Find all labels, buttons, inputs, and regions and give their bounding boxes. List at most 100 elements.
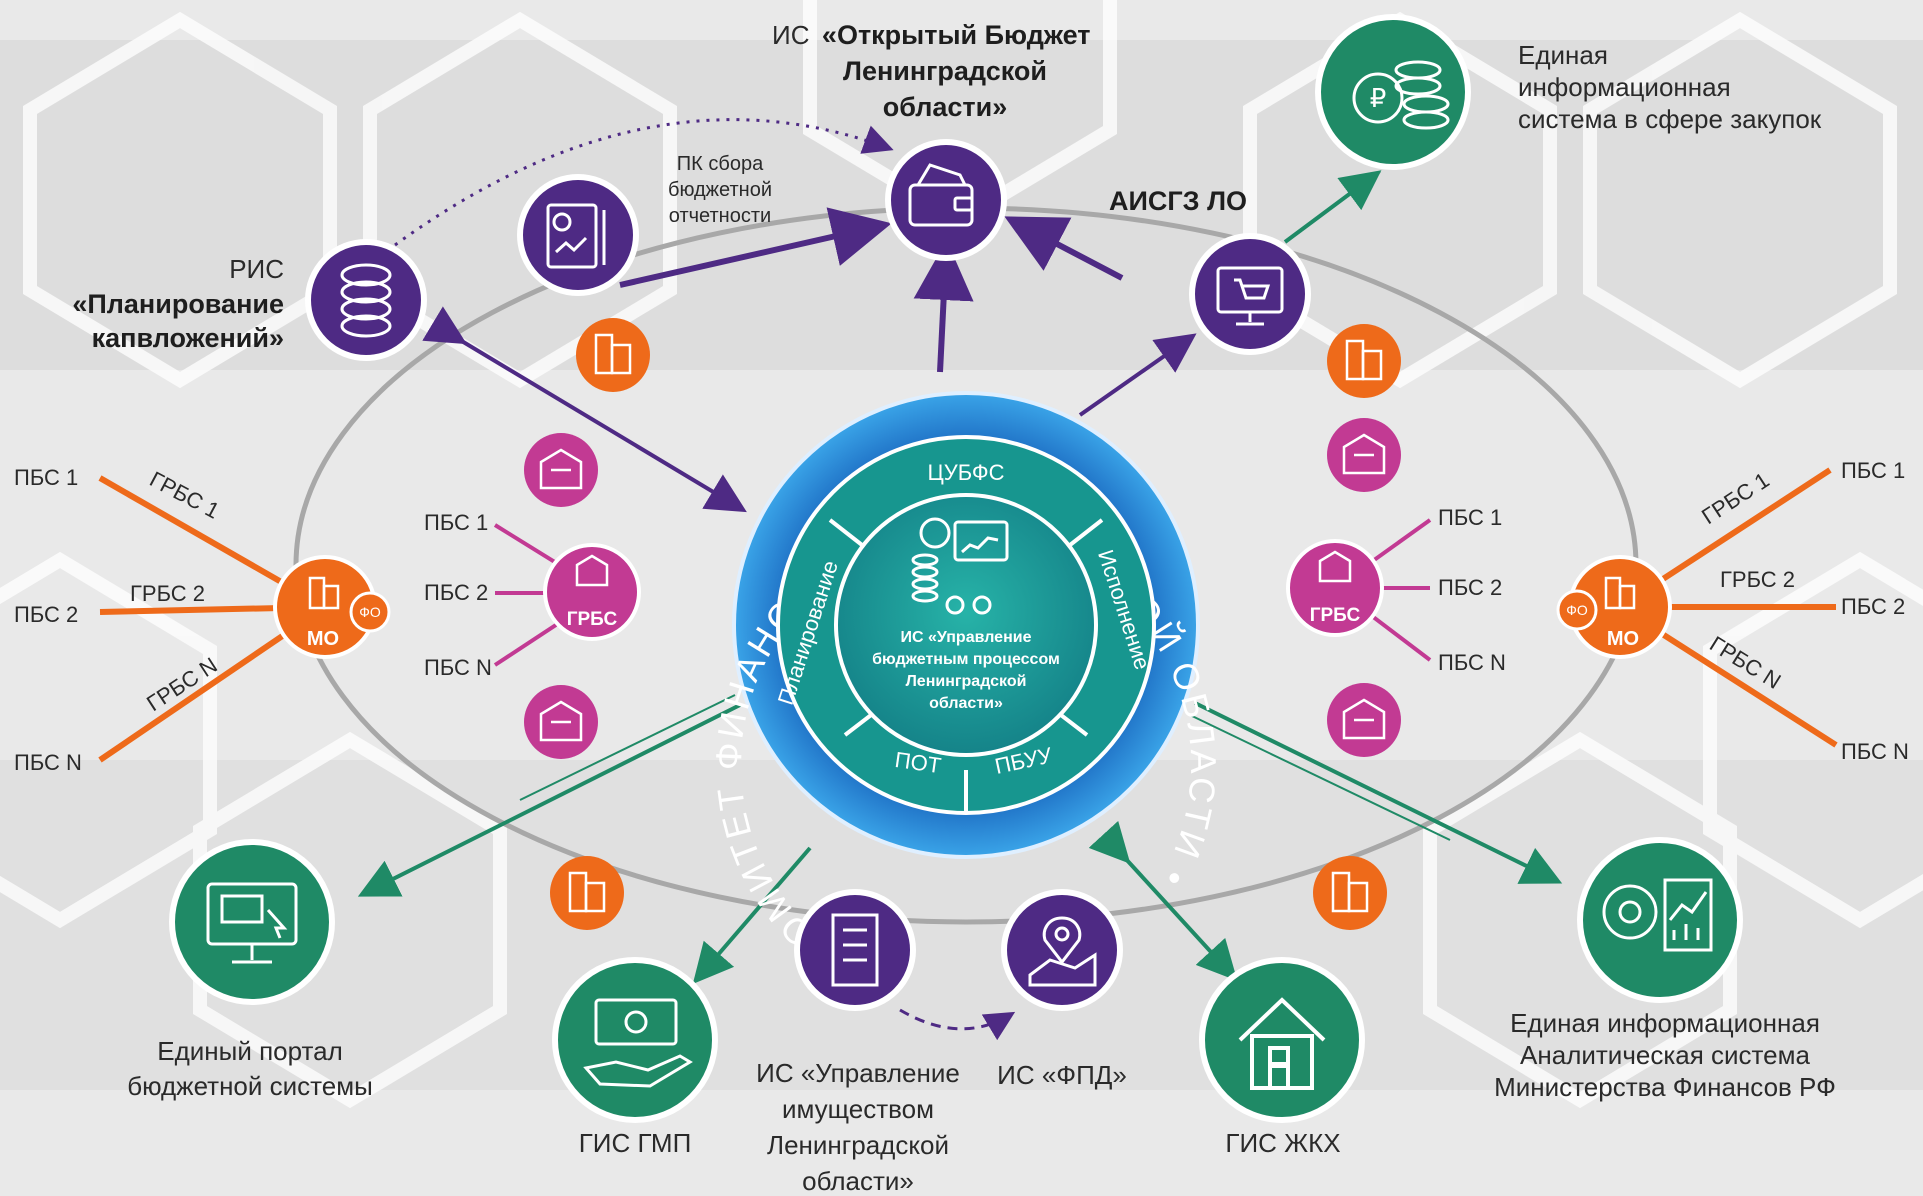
core-line-1: ИС «Управление	[901, 629, 1032, 646]
left-mo-grbs-2: ГРБС 2	[130, 581, 205, 606]
node-aisgz[interactable]	[1189, 233, 1311, 355]
ris-line-3: капвложений»	[92, 323, 284, 353]
ris-line-1: РИС	[229, 254, 284, 284]
node-minfin[interactable]	[1577, 837, 1743, 1003]
left-mo-label: МО	[307, 628, 339, 650]
wallet-icon	[908, 163, 974, 227]
right-mo-badge[interactable]: МО ФО	[1556, 555, 1672, 659]
dashed-arrow-imush-to-fpd	[899, 1008, 1016, 1041]
gis-gmp-label: ГИС ГМП	[579, 1128, 692, 1158]
is-fpd-label: ИС «ФПД»	[997, 1060, 1127, 1090]
analytics-head-icon	[1602, 878, 1713, 952]
arrow-aisgz-to-eis-2	[1296, 171, 1381, 235]
arrow-to-giszhkh	[1088, 820, 1238, 981]
arrow-center-to-portal	[357, 703, 741, 897]
left-grbs-pbs-2: ПБС 2	[424, 580, 488, 605]
left-mo-badge[interactable]: МО ФО	[273, 555, 391, 659]
node-gis-zhkh[interactable]	[1199, 957, 1365, 1123]
core-line-3: Ленинградской	[906, 673, 1027, 690]
is-imush-line-1: ИС «Управление	[756, 1058, 960, 1088]
is-imush-line-4: области»	[802, 1166, 914, 1196]
house-icon	[1238, 997, 1326, 1090]
pk-sbora-line-1: ПК сбора	[677, 153, 764, 175]
orange-building-icon-4	[1313, 856, 1387, 930]
core-budget-icon	[911, 517, 1009, 615]
orange-building-icon-3	[550, 856, 624, 930]
aisgz-label: АИСГЗ ЛО	[1109, 186, 1247, 216]
right-mo-grbs-2: ГРБС 2	[1720, 567, 1795, 592]
magenta-building-icon-1	[524, 433, 598, 507]
arrow-pk-to-budget	[619, 207, 892, 288]
segment-cubfs: ЦУБФС	[927, 460, 1004, 485]
arrow-aisgz-to-budget	[1004, 216, 1124, 281]
magenta-building-icon-3	[1327, 418, 1401, 492]
node-is-fpd[interactable]	[1001, 889, 1123, 1011]
top-system-line-3: области»	[883, 92, 1008, 122]
right-mo-pbs-1: ПБС 1	[1841, 458, 1905, 483]
node-gis-gmp[interactable]	[552, 957, 718, 1123]
cart-monitor-icon	[1216, 266, 1284, 326]
arrow-center-to-aisgz	[1078, 333, 1197, 417]
is-imush-line-2: имуществом	[782, 1094, 934, 1124]
orange-building-icon-2	[1327, 324, 1401, 398]
monitor-icon	[206, 882, 298, 964]
left-grbs-badge[interactable]: ГРБС	[543, 543, 641, 641]
eis-line-2: информационная	[1518, 72, 1731, 102]
minfin-line-3: Министерства Финансов РФ	[1494, 1072, 1836, 1102]
orange-building-icon-1	[576, 318, 650, 392]
portal-line-1: Единый портал	[157, 1036, 343, 1066]
report-icon	[546, 203, 606, 269]
gis-zhkh-label: ГИС ЖКХ	[1225, 1128, 1340, 1158]
eis-line-3: система в сфере закупок	[1518, 104, 1822, 134]
node-open-budget[interactable]	[885, 139, 1007, 261]
node-pk-sbora[interactable]	[517, 174, 639, 296]
portal-line-2: бюджетной системы	[127, 1071, 373, 1101]
arrow-center-to-portal-2	[519, 694, 736, 801]
node-ris[interactable]	[305, 239, 427, 361]
central-ring: КОМИТЕТ ФИНАНСОВ ЛЕНИНГРАДСКОЙ ОБЛАСТИ •…	[708, 391, 1221, 973]
coins-stack-icon	[340, 263, 392, 338]
top-system-title: ИС «Открытый Бюджет	[772, 20, 1091, 50]
core-line-4: области»	[929, 695, 1003, 712]
minfin-line-1: Единая информационная	[1510, 1008, 1820, 1038]
pk-sbora-line-3: отчетности	[669, 205, 771, 227]
svg-text:₽: ₽	[1370, 83, 1387, 113]
left-mo-pbs-2: ПБС 2	[14, 602, 78, 627]
ris-line-2: «Планирование	[72, 289, 284, 319]
magenta-building-icons	[524, 418, 1401, 759]
eis-line-1: Единая	[1518, 40, 1608, 70]
right-mo-pbs-n: ПБС N	[1841, 739, 1909, 764]
left-mo-pbs-1: ПБС 1	[14, 465, 78, 490]
money-hand-icon	[583, 998, 693, 1088]
node-eis[interactable]: ₽	[1315, 14, 1471, 170]
top-system-line-2: Ленинградской	[843, 56, 1047, 86]
core-line-2: бюджетным процессом	[872, 651, 1060, 668]
right-mo-pbs-2: ПБС 2	[1841, 594, 1905, 619]
orange-building-icons	[550, 318, 1401, 930]
node-portal[interactable]	[169, 839, 335, 1005]
pk-sbora-line-2: бюджетной	[668, 179, 772, 201]
coins-ruble-icon: ₽	[1352, 60, 1450, 130]
left-fo-label: ФО	[359, 604, 381, 620]
map-pin-icon	[1028, 916, 1097, 987]
arrow-to-minfin-2	[1189, 714, 1451, 841]
minfin-line-2: Аналитическая система	[1520, 1040, 1810, 1070]
arrow-to-gisgmp	[692, 846, 812, 985]
right-grbs-badge[interactable]: ГРБС	[1286, 539, 1384, 637]
right-grbs-pbs-2: ПБС 2	[1438, 575, 1502, 600]
magenta-building-icon-4	[1327, 683, 1401, 757]
left-grbs-pbs-1: ПБС 1	[424, 510, 488, 535]
right-fo-badge	[1556, 589, 1598, 631]
arrow-center-to-budget	[913, 240, 974, 373]
right-grbs-pbs-n: ПБС N	[1438, 650, 1506, 675]
arrow-to-minfin	[1194, 701, 1563, 884]
right-fo-label: ФО	[1566, 602, 1588, 618]
right-grbs-label: ГРБС	[1310, 605, 1361, 626]
node-is-imush[interactable]	[794, 889, 916, 1011]
left-grbs-label: ГРБС	[567, 609, 618, 630]
left-mo-pbs-n: ПБС N	[14, 750, 82, 775]
left-fo-badge	[349, 591, 391, 633]
magenta-building-icon-2	[524, 685, 598, 759]
